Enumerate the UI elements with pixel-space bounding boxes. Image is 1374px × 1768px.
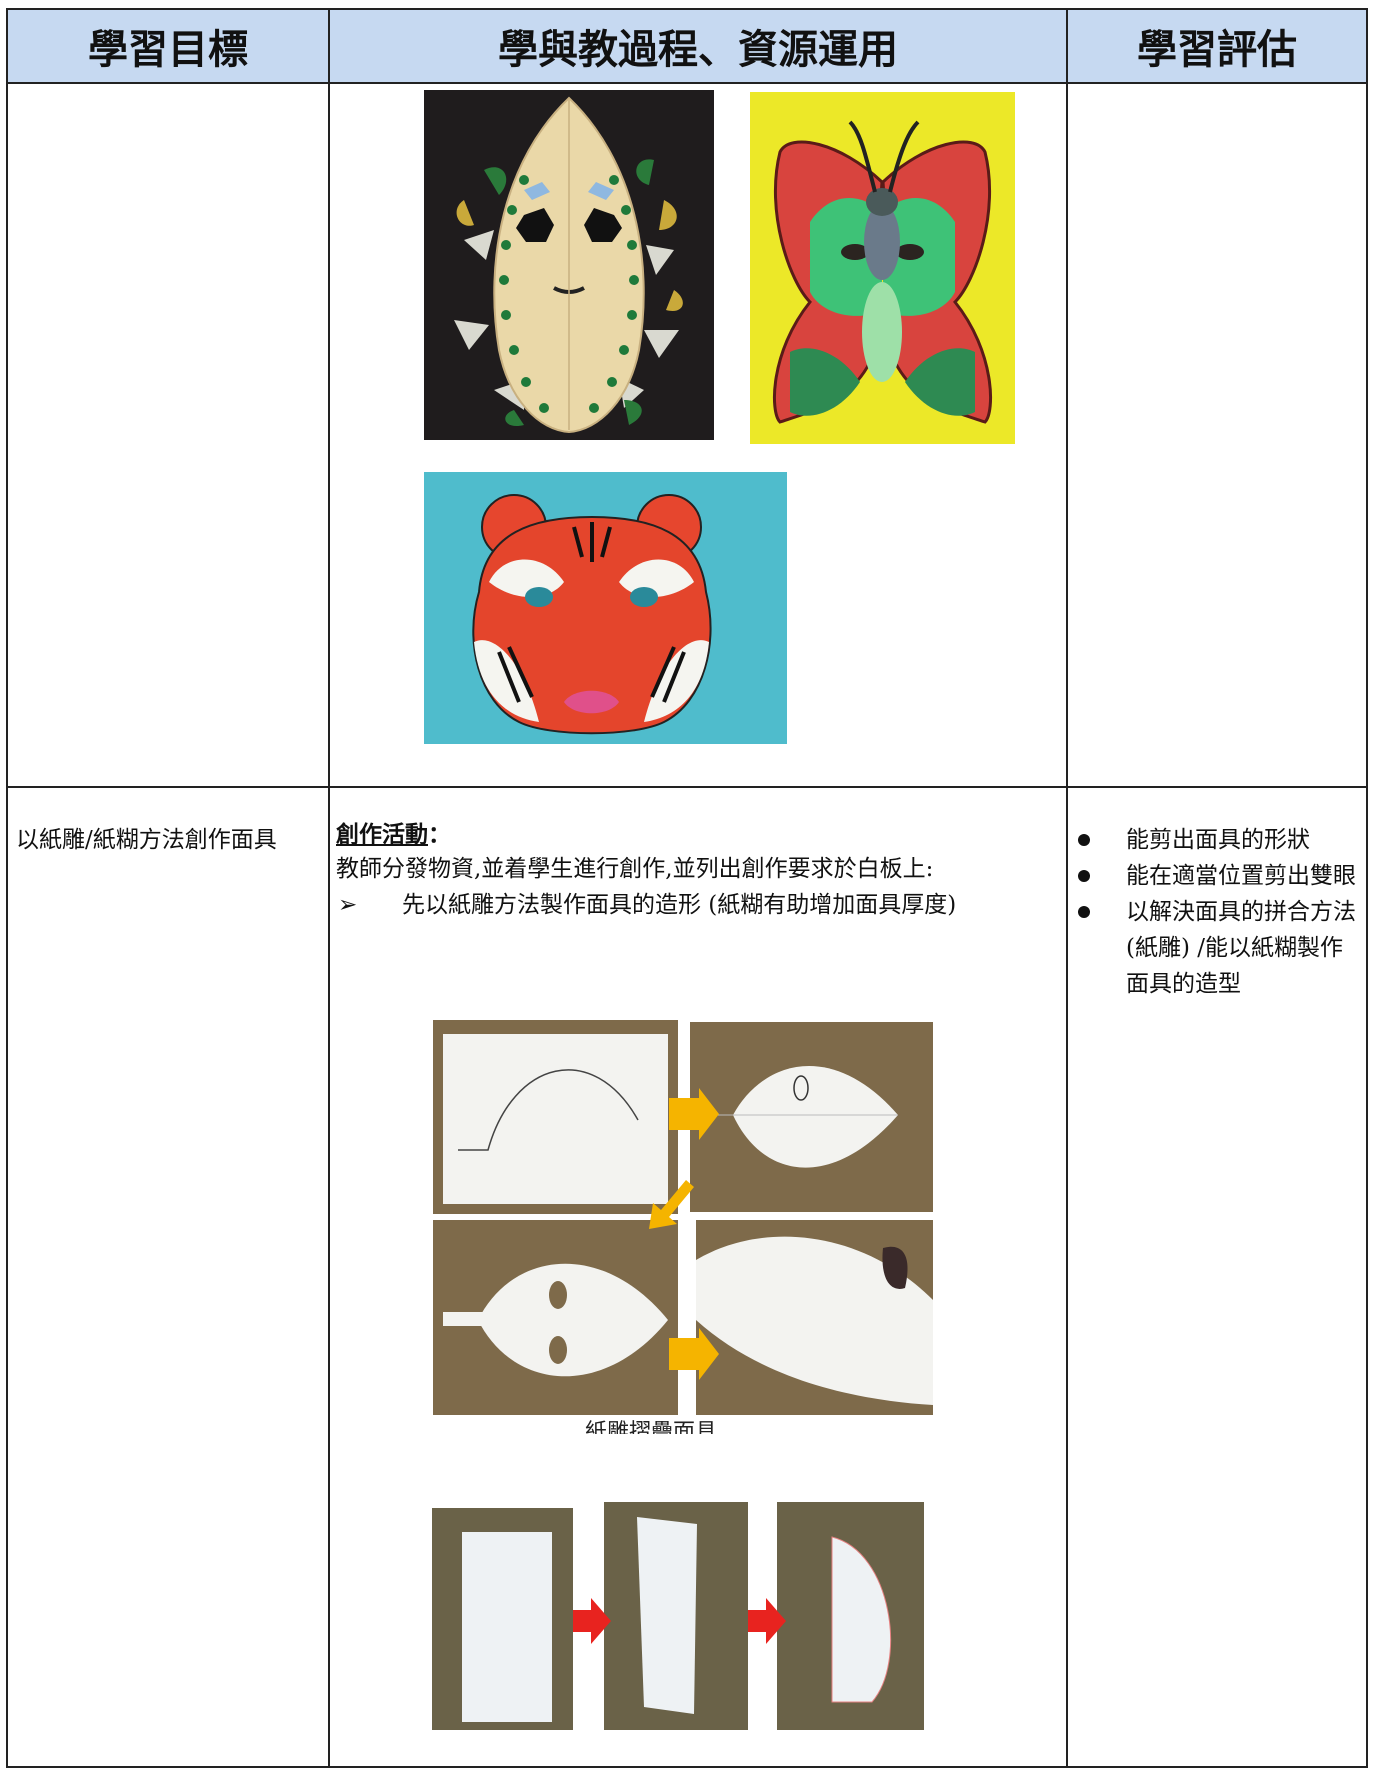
butterfly-mask-photo — [750, 92, 1015, 444]
activity-heading-colon: ： — [428, 821, 451, 848]
assessment-list: 能剪出面具的形狀 能在適當位置剪出雙眼 以解決面具的拼合方法(紙雕) /能以紙糊… — [1070, 822, 1360, 1002]
table-header: 學習目標 學與教過程、資源運用 學習評估 — [8, 10, 1366, 82]
assessment-item: 以解決面具的拼合方法(紙雕) /能以紙糊製作面具的造型 — [1070, 894, 1360, 1002]
header-divider — [8, 82, 1366, 84]
assessment-item: 能剪出面具的形狀 — [1070, 822, 1360, 858]
requirement-text: 先以紙雕方法製作面具的造形 (紙糊有助增加面具厚度) — [402, 892, 957, 918]
tiger-mask-photo — [424, 472, 787, 744]
photo-caption: 紙雕摺疊面具 — [585, 1420, 718, 1434]
row-divider — [8, 786, 1366, 788]
paper-mask-photo — [424, 90, 714, 440]
requirement-item: ➢ 先以紙雕方法製作面具的造形 (紙糊有助增加面具厚度) — [336, 888, 1046, 922]
column-divider-1 — [328, 10, 330, 1766]
header-assessment: 學習評估 — [1137, 27, 1297, 73]
activity-heading: 創作活動 — [336, 821, 428, 848]
arrow-bullet-icon: ➢ — [338, 892, 358, 918]
header-learning-objectives: 學習目標 — [88, 27, 248, 73]
paper-strip-steps-photo — [432, 1502, 924, 1732]
header-teaching-process: 學與教過程、資源運用 — [498, 27, 898, 73]
column-divider-2 — [1066, 10, 1068, 1766]
lesson-table: 學習目標 學與教過程、資源運用 學習評估 — [6, 8, 1368, 1768]
activity-content: 創作活動： 教師分發物資,並着學生進行創作,並列出創作要求於白板上: ➢ 先以紙… — [336, 818, 1046, 922]
activity-instruction: 教師分發物資,並着學生進行創作,並列出創作要求於白板上: — [336, 856, 934, 882]
assessment-item: 能在適當位置剪出雙眼 — [1070, 858, 1360, 894]
paper-folding-steps-photo — [433, 1020, 933, 1415]
learning-objective-text: 以紙雕/紙糊方法創作面具 — [16, 827, 277, 853]
